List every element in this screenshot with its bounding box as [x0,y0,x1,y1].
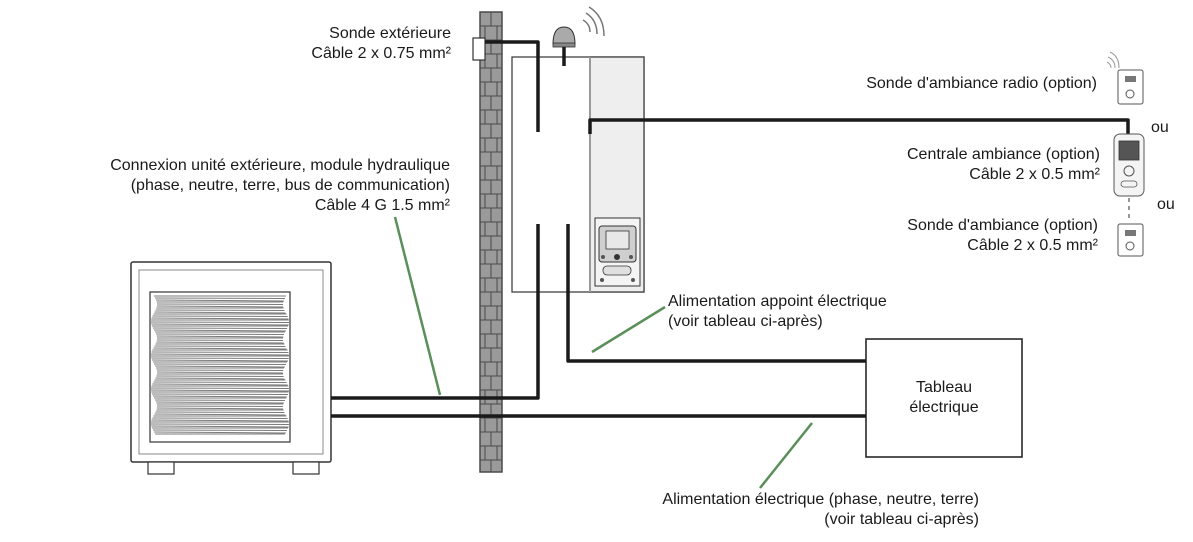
control-panel [594,217,641,287]
fan-grille [151,295,289,435]
room-controller-icon [1113,133,1145,197]
or-label-1: ou [1151,119,1169,136]
room-sensor-radio-label: Sonde d'ambiance radio (option) [866,75,1097,92]
brick-wall [479,11,503,473]
power-supply-title: Alimentation électrique (phase, neutre, … [662,491,979,508]
outdoor-unit-connection-label: Connexion unité extérieure, module hydra… [110,156,450,216]
outdoor-sensor-title: Sonde extérieure [329,25,451,42]
outdoor-sensor-label: Sonde extérieure Câble 2 x 0.75 mm² [311,24,451,64]
antenna-icon [552,6,605,66]
power-supply-label: Alimentation électrique (phase, neutre, … [662,490,979,530]
electrical-panel-label: Tableau électrique [866,378,1022,418]
room-sensor-radio-icon [1106,51,1144,105]
room-sensor-cable: Câble 2 x 0.5 mm² [967,237,1098,254]
cable-backup-heater [566,224,870,363]
cables [331,40,1130,418]
backup-heater-note: (voir tableau ci-après) [668,313,823,330]
backup-heater-label: Alimentation appoint électrique (voir ta… [668,292,887,332]
cable-outdoor-unit [331,224,540,400]
connection-line-1: Connexion unité extérieure, module hydra… [110,157,450,174]
room-sensor-title: Sonde d'ambiance (option) [907,217,1098,234]
or-label-2: ou [1157,196,1175,213]
leader-lines [393,216,813,489]
cable-outdoor-sensor [485,40,540,132]
cable-room-controller [588,118,1130,134]
connection-line-2: (phase, neutre, terre, bus de communicat… [130,177,450,194]
electrical-panel [865,338,1023,458]
room-sensor-icon [1117,223,1144,257]
outdoor-unit [130,261,332,475]
outdoor-sensor-icon [472,37,486,61]
electrical-panel-subtitle: électrique [909,399,979,416]
room-controller-title: Centrale ambiance (option) [907,146,1100,163]
backup-heater-title: Alimentation appoint électrique [668,293,887,310]
electrical-panel-title: Tableau [915,379,973,396]
room-controller-cable: Câble 2 x 0.5 mm² [969,166,1100,183]
power-supply-note: (voir tableau ci-après) [824,511,979,528]
outdoor-sensor-cable: Câble 2 x 0.75 mm² [311,45,451,62]
hydraulic-module [511,56,645,293]
room-controller-label: Centrale ambiance (option) Câble 2 x 0.5… [907,145,1100,185]
connection-line-3: Câble 4 G 1.5 mm² [314,197,450,214]
room-sensor-label: Sonde d'ambiance (option) Câble 2 x 0.5 … [907,216,1098,256]
